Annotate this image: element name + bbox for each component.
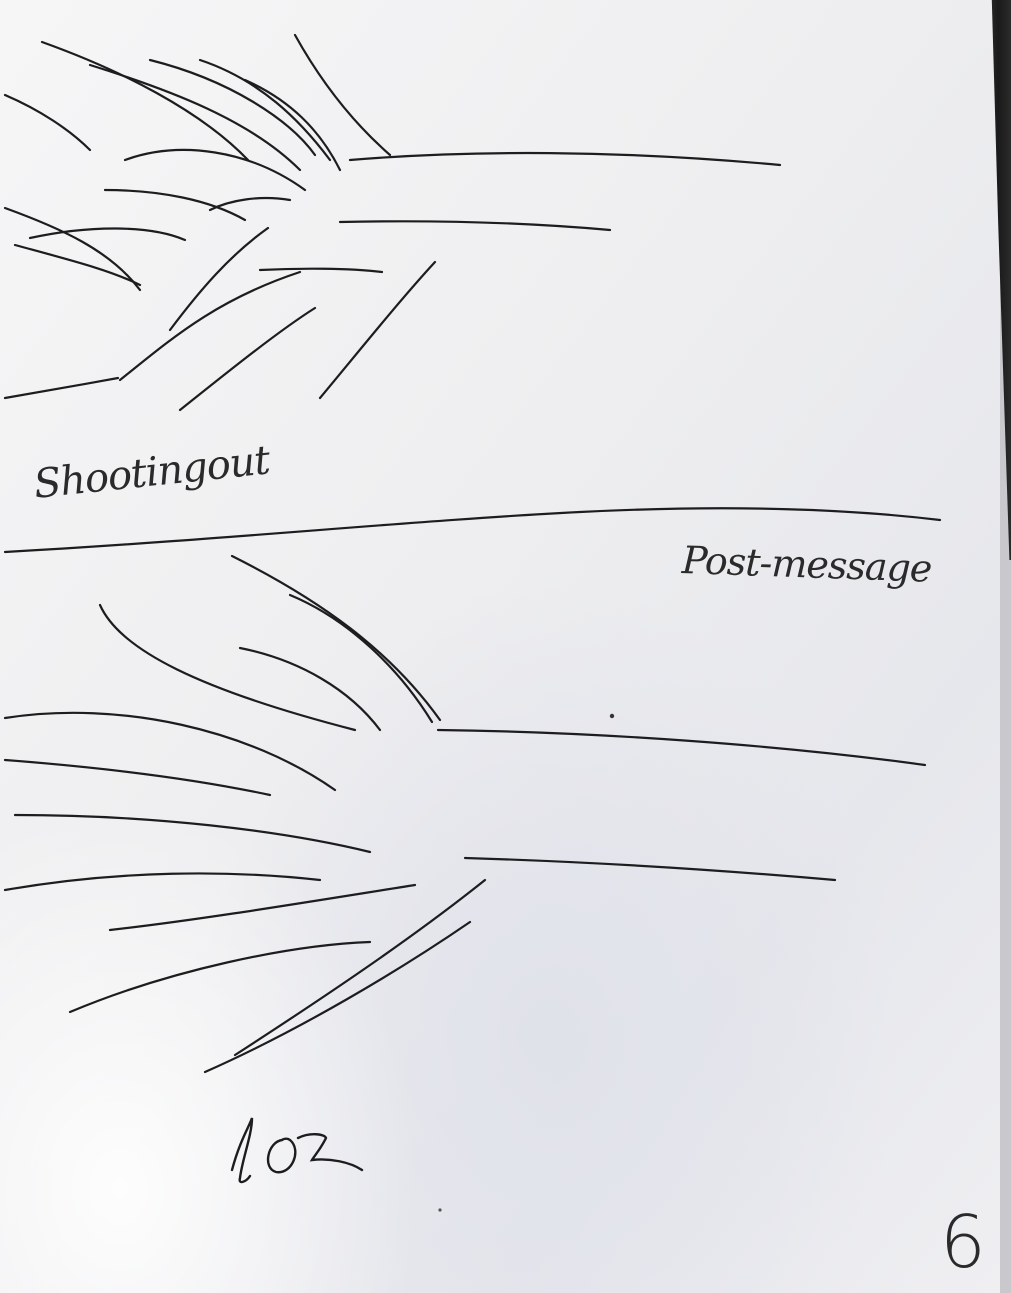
ink-speck-1 <box>610 714 614 718</box>
ink-speck-2 <box>438 1208 441 1211</box>
